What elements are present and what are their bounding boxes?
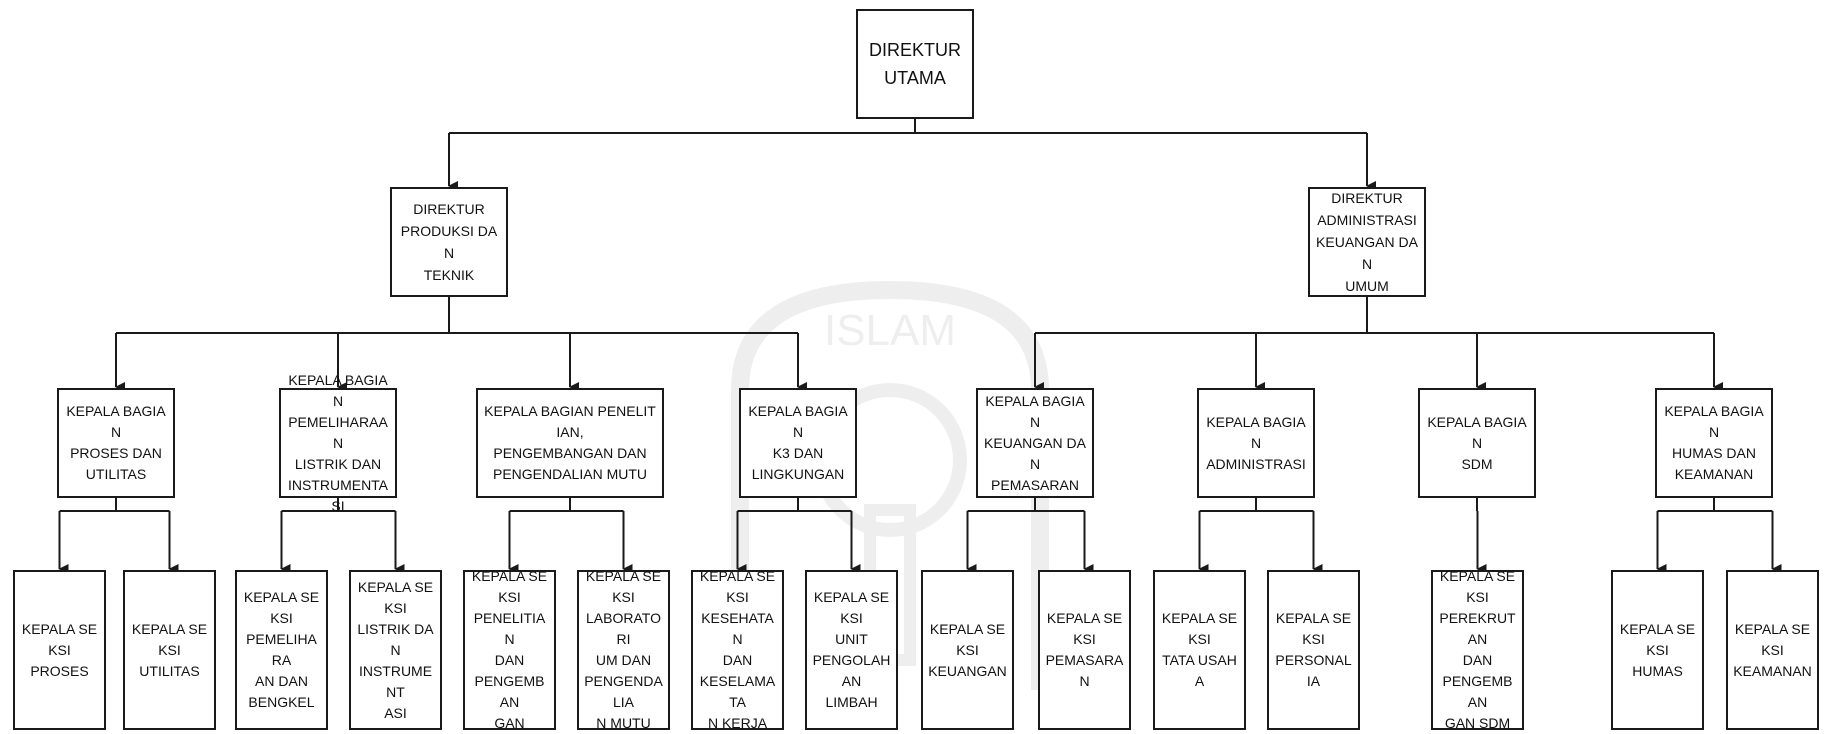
box-kepala-seksi-proses: KEPALA SEKSI PROSES xyxy=(13,570,106,730)
box-kepala-seksi-tata-usaha: KEPALA SEKSI TATA USAHA xyxy=(1153,570,1246,730)
box-kepala-bagian-keuangan-dan-pemasaran: KEPALA BAGIAN KEUANGAN DAN PEMASARAN xyxy=(976,388,1094,498)
box-kepala-seksi-laboratorium-dan-pengendalian-mutu: KEPALA SEKSI LABORATORI UM DAN PENGENDAL… xyxy=(577,568,670,731)
box-kepala-bagian-sdm: KEPALA BAGIAN SDM xyxy=(1418,388,1536,498)
box-kepala-bagian-k3-dan-lingkungan: KEPALA BAGIAN K3 DAN LINGKUNGAN xyxy=(739,388,857,498)
box-kepala-bagian-pemeliharaan-listrik-dan-instrumentasi: KEPALA BAGIAN PEMELIHARAAN LISTRIK DAN I… xyxy=(279,372,397,514)
box-kepala-seksi-kesehatan-dan-keselamatan-kerja: KEPALA SEKSI KESEHATAN DAN KESELAMATA N … xyxy=(691,568,784,731)
box-kepala-seksi-utilitas: KEPALA SEKSI UTILITAS xyxy=(123,570,216,730)
box-kepala-seksi-listrik-dan-instrumentasi: KEPALA SEKSI LISTRIK DAN INSTRUMENT ASI xyxy=(349,570,442,730)
box-kepala-seksi-keamanan: KEPALA SEKSI KEAMANAN xyxy=(1726,570,1819,730)
box-kepala-bagian-penelitian-pengembangan-dan-pengendalian-mutu: KEPALA BAGIAN PENELITIAN, PENGEMBANGAN D… xyxy=(476,388,664,498)
connector-group xyxy=(58,119,1782,574)
seal-outline xyxy=(731,280,1049,690)
box-kepala-bagian-humas-dan-keamanan: KEPALA BAGIAN HUMAS DAN KEAMANAN xyxy=(1655,388,1773,498)
box-direktur-utama: DIREKTUR UTAMA xyxy=(856,9,974,119)
box-kepala-seksi-personalia: KEPALA SEKSI PERSONALIA xyxy=(1267,570,1360,730)
box-kepala-bagian-proses-dan-utilitas: KEPALA BAGIAN PROSES DAN UTILITAS xyxy=(57,388,175,498)
box-kepala-seksi-unit-pengolahan-limbah: KEPALA SEKSI UNIT PENGOLAHAN LIMBAH xyxy=(805,570,898,730)
box-kepala-seksi-perekrutan-dan-pengembangan-sdm: KEPALA SEKSI PEREKRUTAN DAN PENGEMBAN GA… xyxy=(1431,568,1524,731)
box-kepala-seksi-pemasaran: KEPALA SEKSI PEMASARAN xyxy=(1038,570,1131,730)
box-direktur-produksi-dan-teknik: DIREKTUR PRODUKSI DAN TEKNIK xyxy=(390,187,508,297)
box-kepala-seksi-pemeliharaan-dan-bengkel: KEPALA SEKSI PEMELIHARA AN DAN BENGKEL xyxy=(235,570,328,730)
box-kepala-seksi-penelitian-dan-pengembangan: KEPALA SEKSI PENELITIAN DAN PENGEMBAN GA… xyxy=(463,568,556,731)
box-direktur-administrasi-keuangan-dan-umum: DIREKTUR ADMINISTRASI KEUANGAN DAN UMUM xyxy=(1308,187,1426,297)
box-kepala-bagian-administrasi: KEPALA BAGIAN ADMINISTRASI xyxy=(1197,388,1315,498)
box-kepala-seksi-keuangan: KEPALA SEKSI KEUANGAN xyxy=(921,570,1014,730)
box-kepala-seksi-humas: KEPALA SEKSI HUMAS xyxy=(1611,570,1704,730)
watermark-text: ISLAM xyxy=(824,306,956,355)
